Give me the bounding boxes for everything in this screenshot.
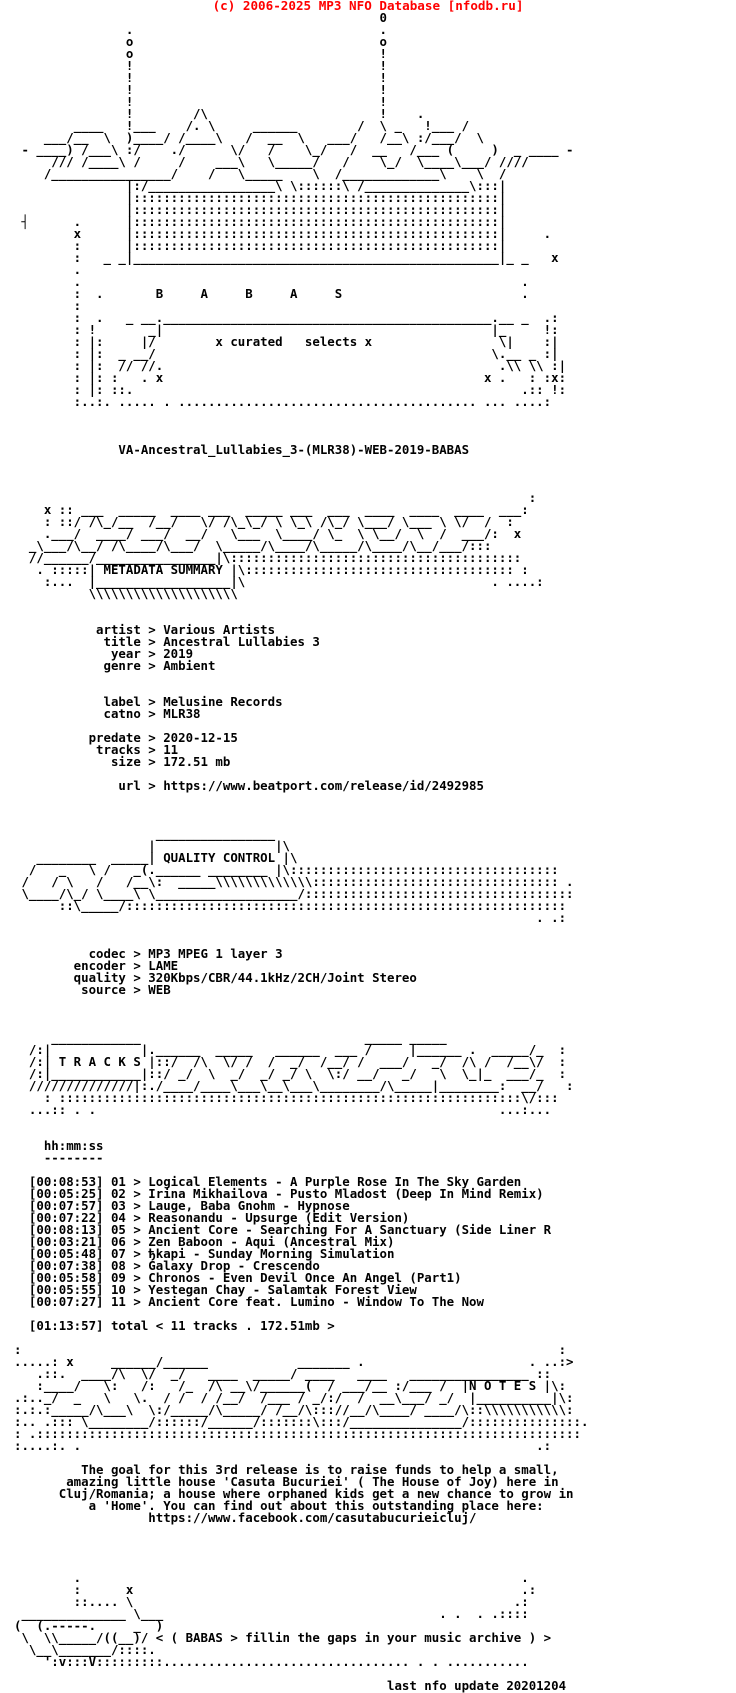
nfo-text: 0 . . o o o xyxy=(14,10,589,1693)
site-banner: (c) 2006-2025 MP3 NFO Database [nfodb.ru… xyxy=(212,0,524,13)
